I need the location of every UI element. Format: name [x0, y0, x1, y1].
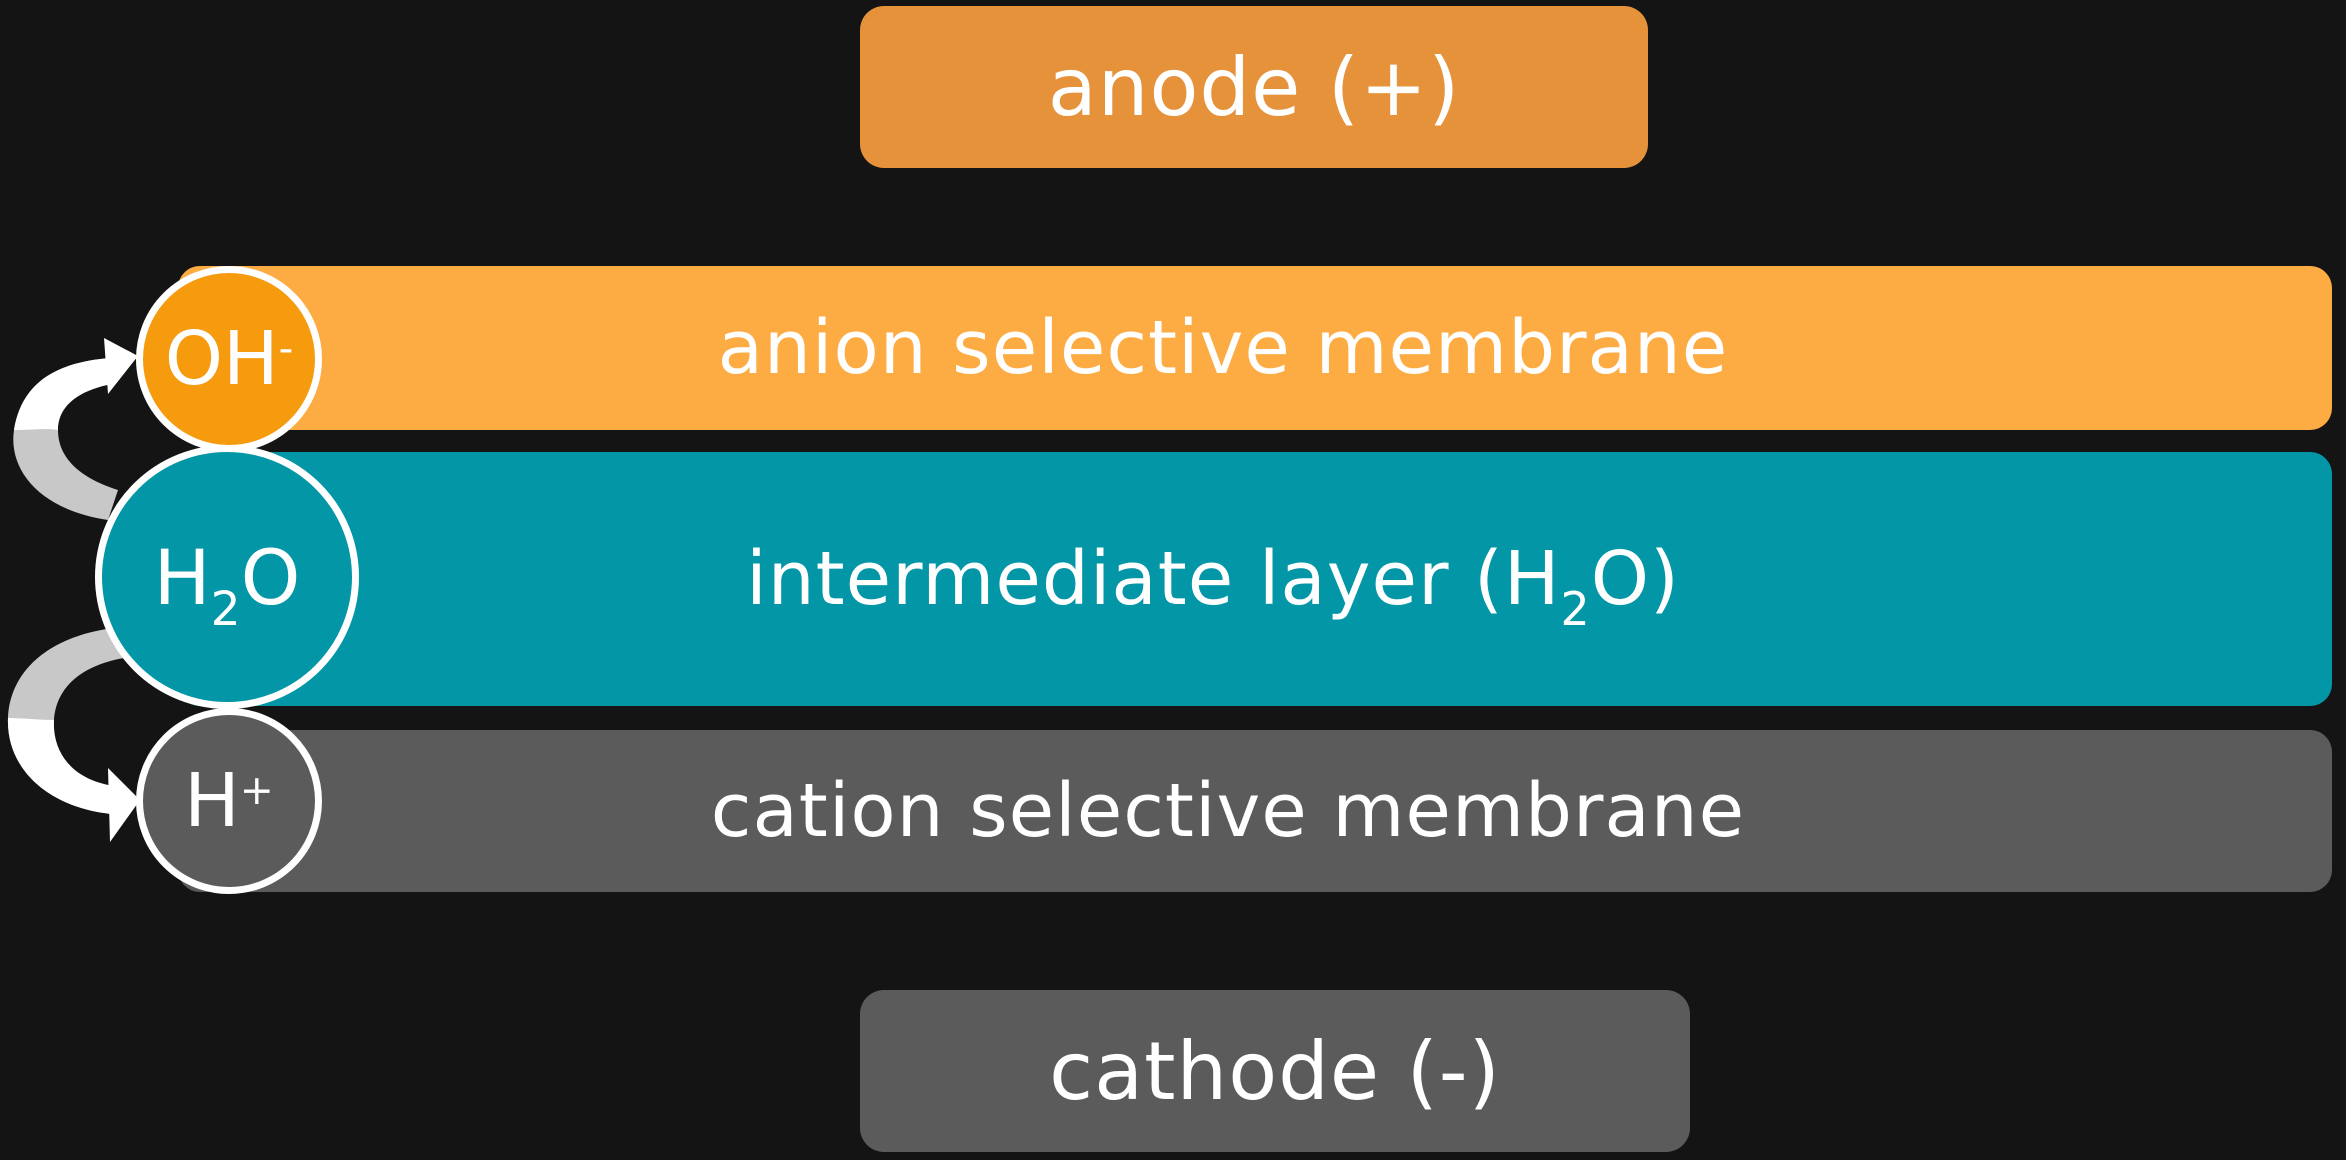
intermediate-label-subscript: 2	[1560, 581, 1591, 636]
cation-membrane-label: cation selective membrane	[710, 768, 1746, 854]
proton-label: H+	[184, 758, 274, 844]
hydroxide-ion-circle: OH-	[136, 266, 322, 452]
anode-label: anode (+)	[1047, 40, 1461, 134]
water-o: O	[240, 532, 301, 622]
water-molecule-label: H2O	[153, 532, 301, 637]
arrow-down-head-icon	[108, 768, 140, 842]
cation-selective-membrane-layer: cation selective membrane	[178, 730, 2332, 892]
arrow-h2o-to-oh-head-shaft	[14, 358, 112, 430]
water-molecule-circle: H2O	[95, 445, 359, 709]
anode-box: anode (+)	[860, 6, 1648, 168]
cathode-box: cathode (-)	[860, 990, 1690, 1152]
water-subscript: 2	[210, 581, 241, 637]
water-h: H	[153, 532, 211, 622]
intermediate-layer-label: intermediate layer (H2O)	[746, 536, 1680, 636]
hydroxide-base: OH	[164, 316, 279, 402]
arrow-h2o-to-h-head-shaft	[7, 718, 114, 814]
hydroxide-ion-label: OH-	[165, 316, 294, 402]
intermediate-layer: intermediate layer (H2O)	[178, 452, 2332, 706]
anion-membrane-label: anion selective membrane	[717, 305, 1729, 391]
proton-charge: +	[239, 765, 274, 814]
proton-base: H	[184, 758, 240, 844]
arrow-up-head-icon	[104, 338, 138, 394]
intermediate-label-suffix: O)	[1590, 536, 1680, 622]
intermediate-label-prefix: intermediate layer (H	[746, 536, 1561, 622]
cathode-label: cathode (-)	[1049, 1024, 1501, 1118]
anion-selective-membrane-layer: anion selective membrane	[178, 266, 2332, 430]
hydroxide-charge: -	[278, 323, 294, 372]
proton-circle: H+	[136, 708, 322, 894]
